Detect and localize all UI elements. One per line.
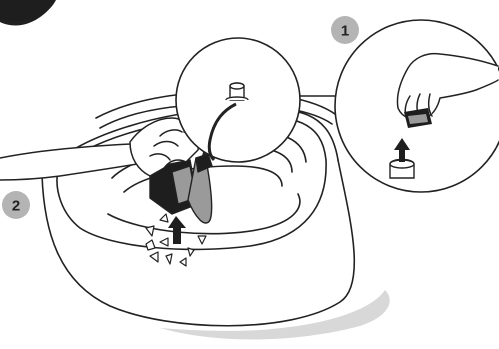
bowl-shadow xyxy=(160,290,390,340)
step-badge-2-label: 2 xyxy=(12,198,20,215)
step-badge-1-label: 1 xyxy=(341,23,349,40)
step-badge-2: 2 xyxy=(2,191,30,219)
detail-circle-center xyxy=(175,37,301,163)
arrow-up-icon xyxy=(168,216,186,244)
step-badge-1: 1 xyxy=(331,16,359,44)
debris-fragments xyxy=(145,213,207,267)
corner-fragment xyxy=(0,0,56,26)
arrow-up-icon-step-1 xyxy=(394,138,410,162)
detail-circle-step-1 xyxy=(334,19,499,193)
